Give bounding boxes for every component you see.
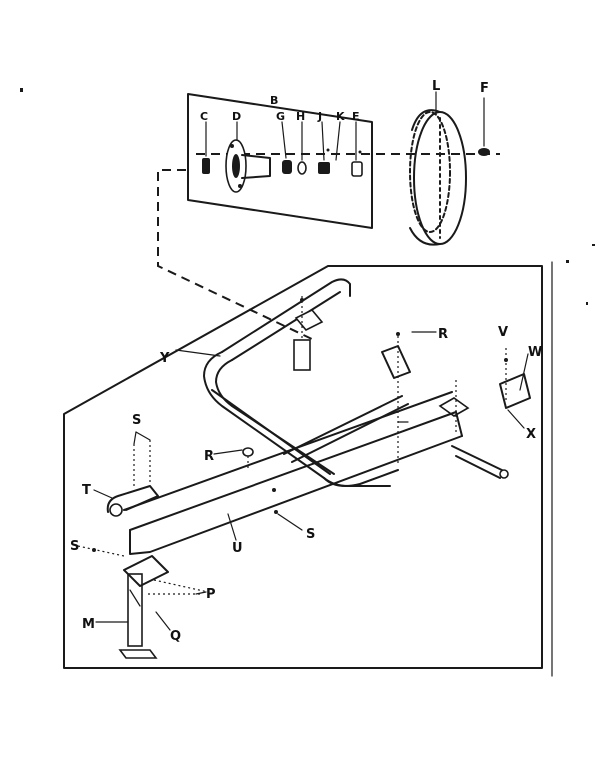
hub-detail-panel: [187, 93, 500, 229]
label-w: W: [528, 345, 542, 360]
frame-panel: [63, 261, 553, 677]
label-y: Y: [159, 351, 170, 366]
label-u: U: [232, 541, 243, 556]
label-s-right: S: [306, 527, 315, 542]
hub-assembly: [202, 121, 363, 193]
label-b: B: [270, 94, 278, 107]
label-p: P: [206, 587, 216, 602]
label-r-upper: R: [438, 327, 448, 342]
label-c: C: [200, 110, 208, 123]
label-s-left: S: [70, 539, 79, 554]
label-j: J: [317, 110, 322, 123]
scan-specks: [20, 88, 595, 305]
trailer-frame: [77, 278, 531, 659]
label-h: H: [296, 110, 305, 123]
label-d: D: [232, 110, 241, 123]
label-t: T: [82, 483, 91, 498]
part-labels: B C D G H J K E L F Y R V W X S R T U S …: [70, 79, 542, 644]
wheel-tire: [409, 91, 490, 246]
label-g: G: [276, 110, 285, 123]
label-x: X: [526, 427, 536, 442]
label-e: E: [352, 110, 360, 123]
label-v: V: [498, 325, 508, 340]
detail-leader: [157, 169, 315, 341]
label-r-lower: R: [204, 449, 214, 464]
label-m: M: [82, 617, 95, 632]
label-f: F: [480, 81, 489, 96]
label-l: L: [432, 79, 440, 94]
label-q: Q: [170, 629, 181, 644]
leader-lines: [93, 331, 529, 631]
label-s-upper: S: [132, 413, 141, 428]
label-k: K: [336, 110, 345, 123]
